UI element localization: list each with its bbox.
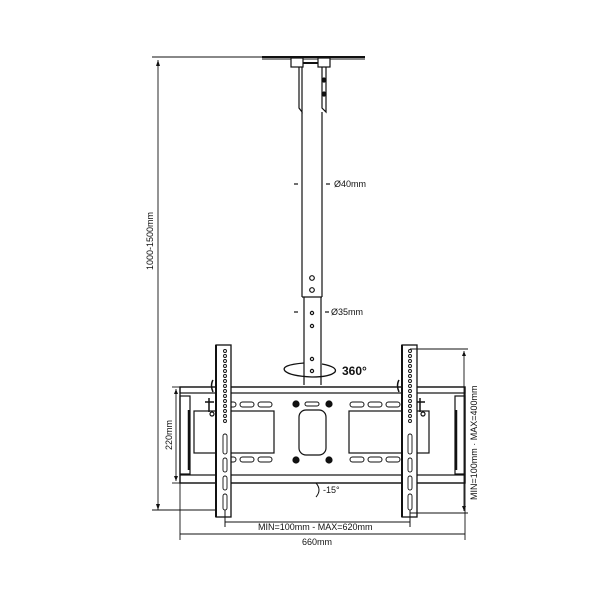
- upper-pole-diameter-label: Ø40mm: [334, 179, 366, 189]
- ceiling-plate: [262, 56, 365, 114]
- dimension-lines: [152, 56, 468, 540]
- horizontal-hole-range-label: MIN=100mm - MAX=620mm: [258, 522, 373, 532]
- vertical-hole-range-label: MIN=100mm · MAX=400mm: [469, 385, 479, 500]
- tilt-arc: [315, 482, 320, 498]
- bracket-height-label: 220mm: [164, 420, 174, 450]
- left-vertical-arm: [210, 344, 232, 527]
- tilt-label: -15°: [323, 485, 340, 495]
- total-height-label: 1000-1500mm: [145, 212, 155, 270]
- lower-pole-diameter-label: Ø35mm: [331, 307, 363, 317]
- swivel-ring: [283, 362, 337, 378]
- right-vertical-arm: [396, 344, 418, 527]
- wall-plate: [179, 386, 466, 484]
- upper-pole: [294, 112, 330, 298]
- total-width-label: 660mm: [302, 537, 332, 547]
- lower-pole: [294, 297, 329, 385]
- rotation-label: 360°: [342, 364, 367, 378]
